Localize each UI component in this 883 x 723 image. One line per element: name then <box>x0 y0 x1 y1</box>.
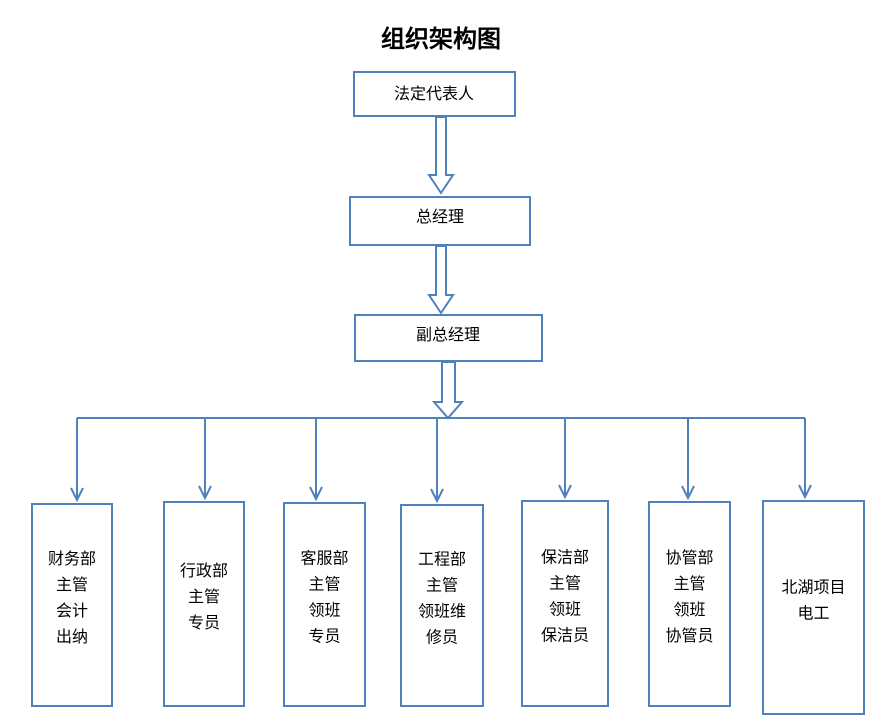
department-label-line: 协管员 <box>665 626 713 645</box>
department-box <box>762 500 865 715</box>
branch-arrowhead <box>558 484 572 500</box>
legal-rep-node: 法定代表人 <box>353 71 516 117</box>
department-label-line: 电工 <box>797 604 829 623</box>
department-label-line: 出纳 <box>56 627 88 646</box>
department-label-line: 领班维 <box>418 602 466 621</box>
department-label-line: 专员 <box>308 627 340 646</box>
department-label-line: 北湖项目 <box>781 578 845 597</box>
department-box <box>283 502 366 707</box>
department-label-line: 主管 <box>56 575 88 594</box>
department-box <box>400 504 484 707</box>
branch-arrowhead <box>198 485 212 501</box>
branch-arrowhead <box>309 486 323 502</box>
department-box <box>163 501 245 707</box>
arrow-legal-to-gm <box>427 116 455 195</box>
department-label-line: 专员 <box>188 613 220 632</box>
department-label-line: 主管 <box>308 575 340 594</box>
department-label-line: 工程部 <box>418 550 466 569</box>
branch-arrowhead <box>70 487 84 503</box>
gm-label: 总经理 <box>416 207 464 226</box>
department-label-line: 主管 <box>426 576 458 595</box>
department-label-line: 财务部 <box>48 549 96 568</box>
department-label-line: 客服部 <box>300 549 348 568</box>
deputy-gm-node: 副总经理 <box>354 314 543 362</box>
legal-rep-label: 法定代表人 <box>394 84 474 103</box>
department-box <box>648 501 731 707</box>
arrow-gm-to-deputy <box>427 245 455 315</box>
department-label-line: 主管 <box>188 587 220 606</box>
department-label-line: 会计 <box>56 601 88 620</box>
department-label-line: 保洁部 <box>541 548 589 567</box>
department-label-line: 主管 <box>673 574 705 593</box>
department-label-line: 领班 <box>549 600 581 619</box>
arrow-deputy-to-bus <box>431 361 465 420</box>
department-label-line: 保洁员 <box>541 626 589 645</box>
gm-node: 总经理 <box>349 196 531 246</box>
deputy-gm-label: 副总经理 <box>416 325 480 344</box>
department-box <box>521 500 609 707</box>
department-label-line: 领班 <box>308 601 340 620</box>
department-label-line: 协管部 <box>665 548 713 567</box>
department-label-line: 领班 <box>673 600 705 619</box>
department-label-line: 修员 <box>426 628 458 647</box>
department-box <box>31 503 113 707</box>
branch-arrowhead <box>430 488 444 504</box>
branch-arrowhead <box>798 484 812 500</box>
branch-arrowhead <box>681 485 695 501</box>
chart-title: 组织架构图 <box>381 25 501 53</box>
department-label-line: 主管 <box>549 574 581 593</box>
department-label-line: 行政部 <box>180 561 228 580</box>
department-layer: 财务部主管会计出纳行政部主管专员客服部主管领班专员工程部主管领班维修员保洁部主管… <box>31 418 865 715</box>
